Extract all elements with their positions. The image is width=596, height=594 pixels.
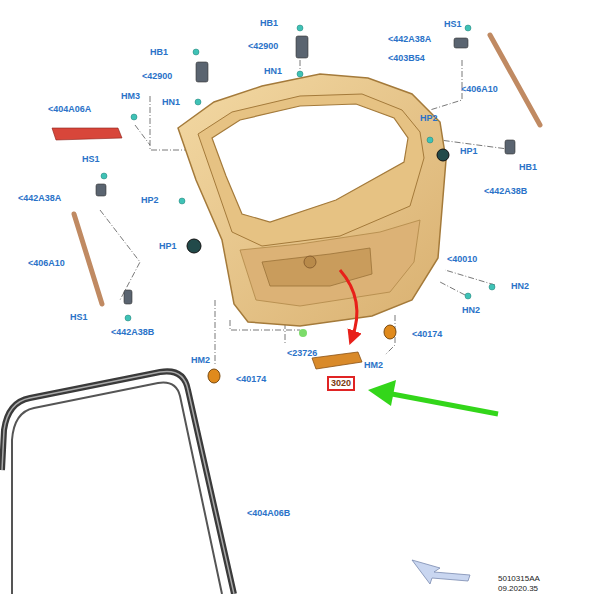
callout-label: <40010 (447, 254, 477, 265)
drawing-code: 09.2020.35 (498, 584, 538, 593)
callout-label: <442A38A (18, 193, 61, 204)
callout-label: HM3 (121, 91, 140, 102)
callout-label: <442A38A (388, 34, 431, 45)
callout-label: <40174 (412, 329, 442, 340)
callout-label: HM2 (191, 355, 210, 366)
callout-label: <403B54 (388, 53, 425, 64)
callout-label: HB1 (260, 18, 278, 29)
callout-label: HB1 (519, 162, 537, 173)
callout-label: HP1 (460, 146, 478, 157)
callout-label: HN1 (162, 97, 180, 108)
callout-label: HP2 (420, 113, 438, 124)
callout-label: <406A10 (461, 84, 498, 95)
callout-label: HS1 (82, 154, 100, 165)
part-number: 3020 (331, 378, 351, 389)
callout-label: HB1 (150, 47, 168, 58)
callout-label: <404A06B (247, 508, 290, 519)
callout-label: <42900 (142, 71, 172, 82)
callout-label: HS1 (70, 312, 88, 323)
callout-label: HM2 (364, 360, 383, 371)
callout-label: HP1 (159, 241, 177, 252)
callout-label: <406A10 (28, 258, 65, 269)
callout-label: <40174 (236, 374, 266, 385)
drawing-code: 5010315AA (498, 574, 540, 583)
callout-label: <442A38B (111, 327, 154, 338)
callout-label: HS1 (444, 19, 462, 30)
callout-label: HN2 (462, 305, 480, 316)
callout-label: HN1 (264, 66, 282, 77)
callout-label: HN2 (511, 281, 529, 292)
callout-label: <442A38B (484, 186, 527, 197)
callout-label: <42900 (248, 41, 278, 52)
callout-label: HP2 (141, 195, 159, 206)
callout-label: <404A06A (48, 104, 91, 115)
callout-label: <23726 (287, 348, 317, 359)
part-number-box: 3020 (327, 376, 355, 391)
